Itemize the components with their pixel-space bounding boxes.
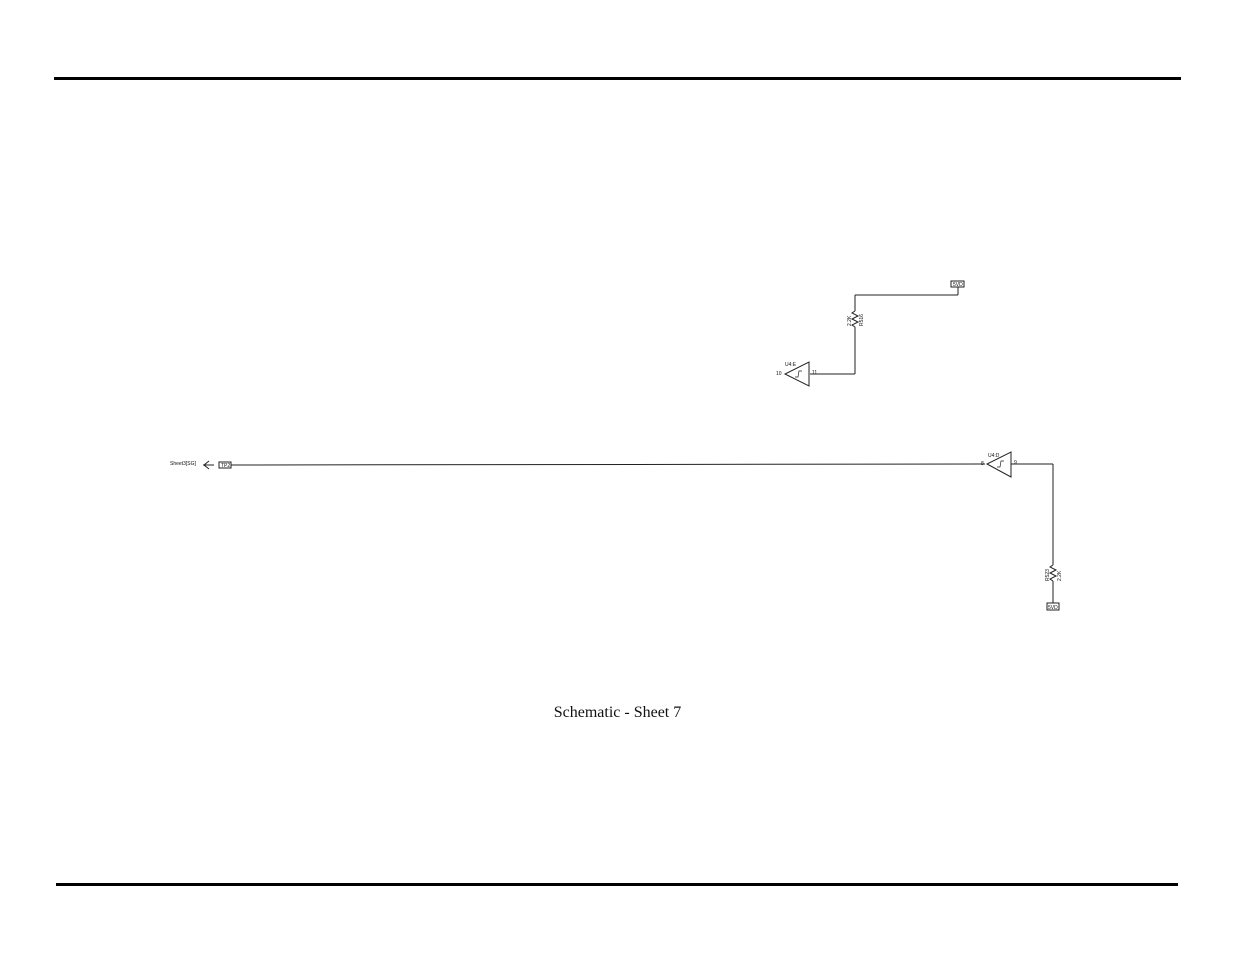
offsheet-label: Sheet3[SG] — [170, 461, 196, 467]
resistor-r523 — [1048, 564, 1058, 582]
resistor-ref-r523: R523 — [1045, 569, 1051, 581]
page-caption: Schematic - Sheet 7 — [553, 704, 682, 721]
resistor-value-lower: 2.2K — [1057, 570, 1063, 581]
pin-label-10: 10 — [776, 371, 782, 377]
resistor-r516 — [850, 310, 860, 328]
buffer-ref-u4e: U4:E — [785, 362, 797, 368]
power-flag-label-upper: 5VD — [953, 282, 963, 288]
pin-label-11: 11 — [812, 370, 817, 376]
pin-label-9: 9 — [1014, 460, 1017, 466]
power-flag-label-lower: 5VD — [1048, 605, 1058, 611]
net-wire — [230, 463, 986, 466]
resistor-value-upper: 2.2K — [847, 315, 853, 326]
power-flag-5vd-lower — [1046, 602, 1060, 611]
footer-rule — [56, 883, 1178, 886]
buffer-ref-u4d: U4:D — [988, 453, 1000, 459]
pin-label-8: 8 — [981, 461, 984, 467]
offsheet-arrow-icon — [203, 460, 210, 470]
resistor-ref-r516: R516 — [859, 314, 865, 326]
buffer-u4e — [783, 361, 810, 387]
lower-circuit — [203, 451, 1060, 611]
port-label: TP2 — [221, 463, 230, 469]
header-rule — [54, 77, 1181, 80]
upper-circuit — [783, 280, 965, 387]
